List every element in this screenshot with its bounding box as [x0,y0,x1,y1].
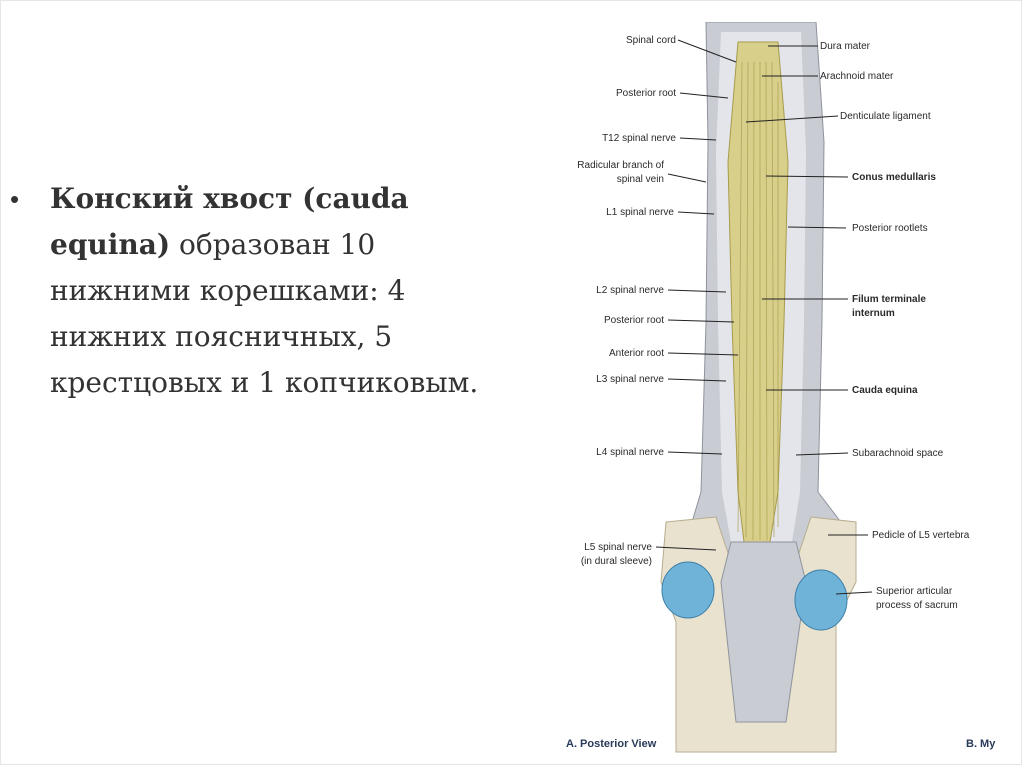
label-l4-spinal-nerve: L4 spinal nerve [596,447,664,458]
bullet-item: • Конский хвост (cauda equina) образован… [10,176,480,406]
label-anterior-root: Anterior root [609,348,664,359]
label-filum-terminale: Filum terminale [852,294,926,305]
label-l3-spinal-nerve: L3 spinal nerve [596,374,664,385]
leader-lines-left [655,39,739,551]
label-spinal-cord: Spinal cord [626,35,676,46]
label-dural-sleeve: (in dural sleeve) [581,556,652,567]
anatomy-figure: Spinal cord Posterior root T12 spinal ne… [556,22,1016,764]
label-pedicle-l5: Pedicle of L5 vertebra [872,530,970,541]
bullet-text: Конский хвост (cauda equina) образован 1… [50,176,480,406]
label-posterior-root-upper: Posterior root [616,88,676,99]
label-internum: internum [852,308,895,319]
label-superior-articular: Superior articular [876,586,953,597]
label-denticulate-ligament: Denticulate ligament [840,111,931,122]
label-posterior-rootlets: Posterior rootlets [852,223,928,234]
label-cauda-equina: Cauda equina [852,385,918,396]
label-radicular-branch: Radicular branch of [577,160,664,171]
label-dura-mater: Dura mater [820,41,871,52]
label-l2-spinal-nerve: L2 spinal nerve [596,285,664,296]
label-posterior-root-lower: Posterior root [604,315,664,326]
cauda-equina-shape [727,41,789,543]
leader-lines-right [745,45,873,595]
bullet-bold-term: Конский хвост (cauda equina) [50,182,409,261]
label-arachnoid-mater: Arachnoid mater [820,71,894,82]
label-conus-medullaris: Conus medullaris [852,172,936,183]
label-l5-spinal-nerve: L5 spinal nerve [584,542,652,553]
label-subarachnoid-space: Subarachnoid space [852,448,944,459]
bullet-description: образован 10 нижними корешками: 4 нижних… [50,228,479,399]
nerve-rootlets [737,61,779,541]
caption-b: B. My [966,738,996,750]
right-articular-process-shape [794,569,848,631]
left-articular-process-shape [661,561,715,619]
label-spinal-vein: spinal vein [617,174,664,185]
label-process-sacrum: process of sacrum [876,600,958,611]
caption-posterior-view: A. Posterior View [566,738,657,750]
bullet-marker: • [10,184,20,214]
cauda-equina-illustration: Spinal cord Posterior root T12 spinal ne… [566,22,996,753]
label-t12-spinal-nerve: T12 spinal nerve [602,133,676,144]
sacral-roots-shape [720,541,807,723]
label-l1-spinal-nerve: L1 spinal nerve [606,207,674,218]
